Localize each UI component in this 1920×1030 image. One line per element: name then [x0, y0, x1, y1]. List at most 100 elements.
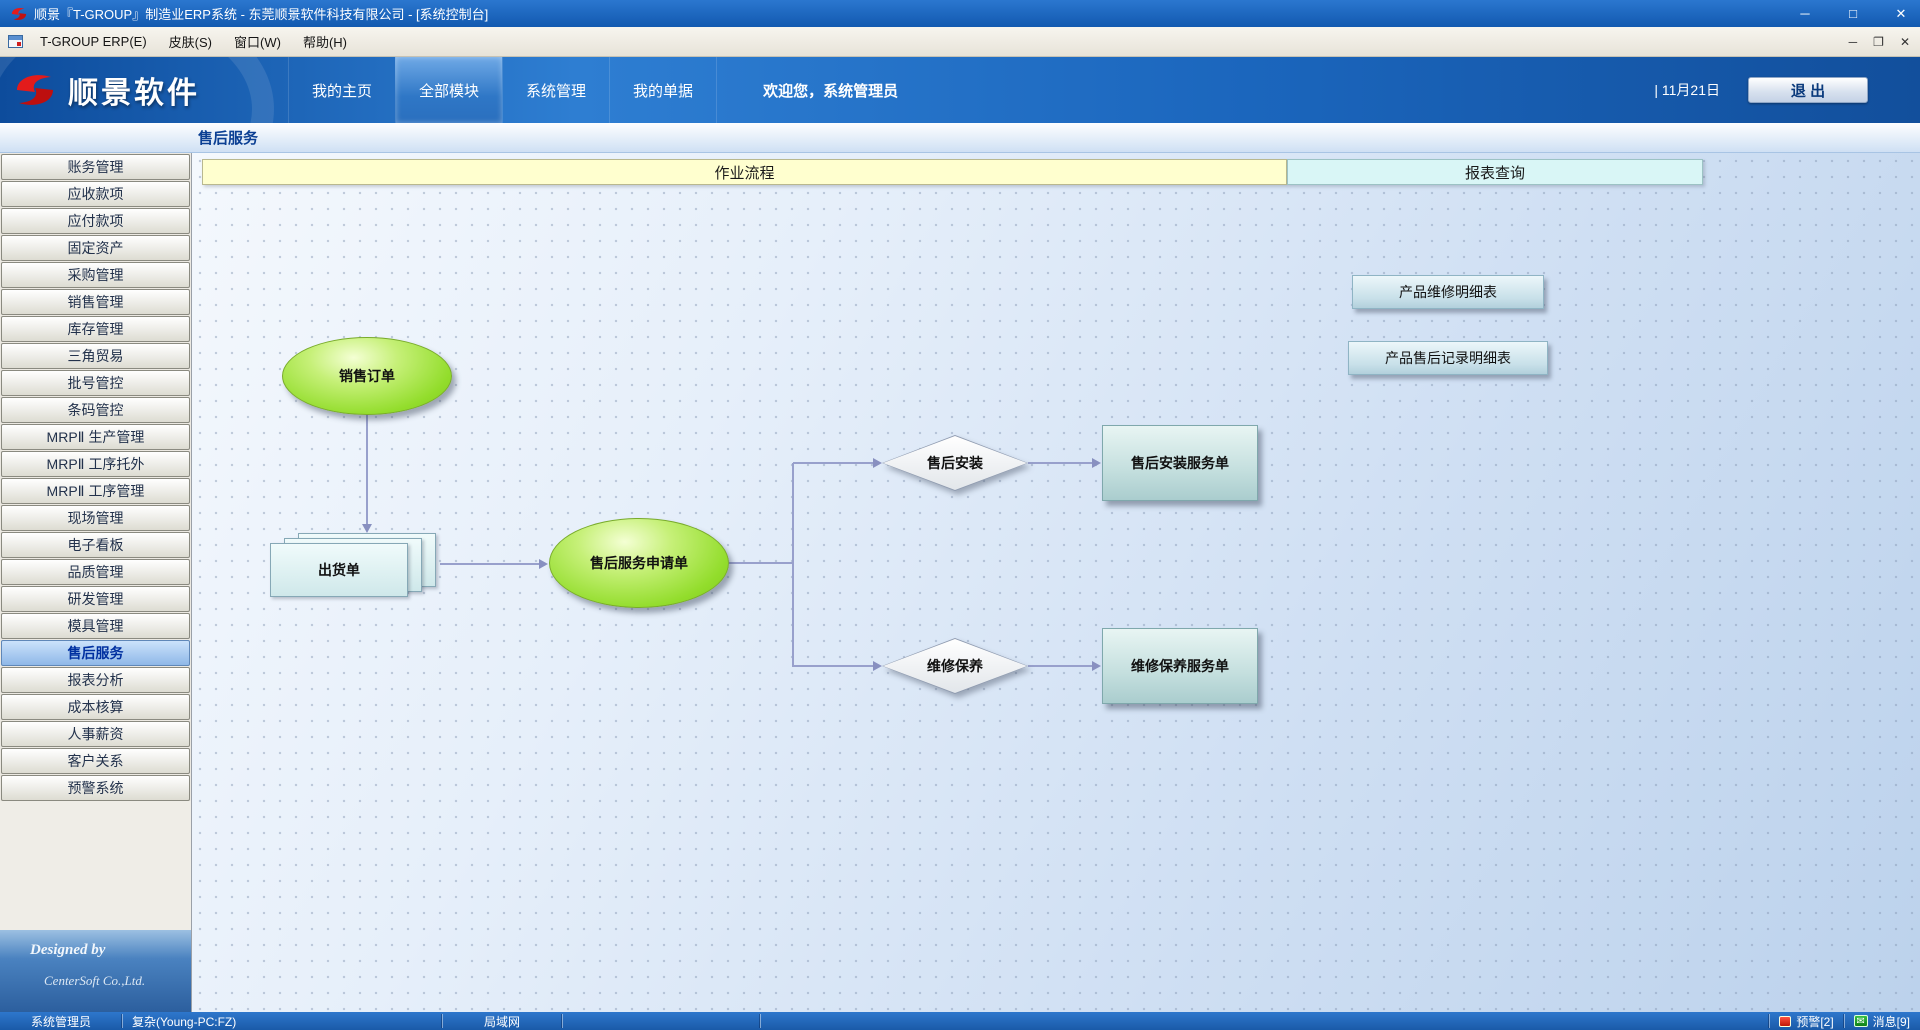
- status-messages[interactable]: ✉ 消息[9]: [1843, 1012, 1920, 1030]
- sidebar-item-payables[interactable]: 应付款项: [1, 207, 190, 234]
- section-tab-report-query[interactable]: 报表查询: [1287, 159, 1703, 185]
- arrowhead-right: [539, 559, 548, 569]
- message-icon: ✉: [1853, 1015, 1868, 1027]
- connector-sales-to-shipment: [366, 415, 368, 527]
- sidebar-item-hr-payroll[interactable]: 人事薪资: [1, 720, 190, 747]
- connector-branch-maintain: [793, 665, 875, 667]
- arrowhead-right: [873, 458, 882, 468]
- flow-decision-install[interactable]: 售后安装: [882, 435, 1028, 491]
- sidebar-item-batch-control[interactable]: 批号管控: [1, 369, 190, 396]
- date-text: | 11月21日: [1654, 82, 1720, 98]
- diamond-shape: 售后安装: [882, 435, 1028, 491]
- menubar: T-GROUP ERP(E) 皮肤(S) 窗口(W) 帮助(H) ─ ❐ ✕: [0, 27, 1920, 57]
- sidebar-item-receivables[interactable]: 应收款项: [1, 180, 190, 207]
- alert-count-text: 预警[2]: [1796, 1014, 1834, 1029]
- designed-by-text: Designed by: [30, 942, 106, 958]
- sidebar-item-report-analysis[interactable]: 报表分析: [1, 666, 190, 693]
- sidebar-item-mrp2-outsourcing[interactable]: MRPⅡ 工序托外: [1, 450, 190, 477]
- module-sidebar: 账务管理 应收款项 应付款项 固定资产 采购管理 销售管理 库存管理 三角贸易 …: [0, 153, 192, 1012]
- flow-node-label: 售后服务申请单: [590, 555, 688, 571]
- menu-item-window[interactable]: 窗口(W): [234, 35, 281, 50]
- menu-item-help[interactable]: 帮助(H): [302, 35, 347, 50]
- window-title: 顺景『T-GROUP』制造业ERP系统 - 东莞顺景软件科技有限公司 - [系统…: [34, 7, 489, 22]
- flow-node-label: 维修保养: [927, 658, 983, 674]
- sidebar-item-mold[interactable]: 模具管理: [1, 612, 190, 639]
- sidebar-item-kanban[interactable]: 电子看板: [1, 531, 190, 558]
- sidebar-item-triangle-trade[interactable]: 三角贸易: [1, 342, 190, 369]
- sidebar-item-shopfloor[interactable]: 现场管理: [1, 504, 190, 531]
- menu-item-skin[interactable]: 皮肤(S): [168, 35, 213, 50]
- sidebar-footer: Designed by CenterSoft Co.,Ltd.: [0, 930, 191, 1012]
- sidebar-item-crm[interactable]: 客户关系: [1, 747, 190, 774]
- sidebar-item-purchasing[interactable]: 采购管理: [1, 261, 190, 288]
- status-spacer: [562, 1012, 760, 1030]
- app-logo-icon: [11, 7, 27, 20]
- brand-logo-icon: [17, 75, 53, 105]
- sidebar-item-sales[interactable]: 销售管理: [1, 288, 190, 315]
- flow-node-label: 出货单: [318, 562, 360, 578]
- flow-node-shipment-docs[interactable]: 出货单: [270, 533, 442, 601]
- flow-node-label: 售后安装服务单: [1131, 455, 1229, 471]
- menu-item-tgroup-erp[interactable]: T-GROUP ERP(E): [40, 34, 147, 49]
- status-user: 系统管理员: [30, 1014, 91, 1029]
- workflow-canvas: 作业流程 报表查询 销售订单 出货单 售后服务申请单: [192, 153, 1920, 1012]
- connector-branch: [792, 463, 794, 667]
- status-alerts[interactable]: 预警[2]: [1769, 1012, 1843, 1030]
- minimize-icon[interactable]: ─: [1800, 5, 1810, 21]
- flow-node-label: 售后安装: [927, 455, 983, 471]
- connector-branch-install: [793, 462, 875, 464]
- sidebar-empty-area: [0, 801, 191, 930]
- flow-node-sales-order[interactable]: 销售订单: [282, 337, 452, 415]
- close-icon[interactable]: ✕: [1895, 5, 1907, 21]
- window-titlebar: 顺景『T-GROUP』制造业ERP系统 - 东莞顺景软件科技有限公司 - [系统…: [0, 0, 1920, 27]
- header-banner: 顺景软件 我的主页 全部模块 系统管理 我的单据 欢迎您，系统管理员 | 11月…: [0, 57, 1920, 123]
- sidebar-item-rnd[interactable]: 研发管理: [1, 585, 190, 612]
- welcome-text: 欢迎您，系统管理员: [763, 82, 899, 100]
- sidebar-item-mrp2-process[interactable]: MRPⅡ 工序管理: [1, 477, 190, 504]
- sidebar-item-alert-system[interactable]: 预警系统: [1, 774, 190, 801]
- sidebar-item-barcode-control[interactable]: 条码管控: [1, 396, 190, 423]
- connector-install-to-order: [1028, 462, 1094, 464]
- status-bar: 系统管理员 复杂(Young-PC:FZ) 局域网 预警[2] ✉ 消息[9]: [0, 1012, 1920, 1030]
- status-network: 局域网: [442, 1012, 562, 1030]
- flow-node-label: 维修保养服务单: [1131, 658, 1229, 674]
- nav-tab-all-modules[interactable]: 全部模块: [395, 57, 503, 123]
- nav-tab-home[interactable]: 我的主页: [288, 57, 395, 123]
- exit-button[interactable]: 退 出: [1748, 77, 1868, 103]
- page-title: 售后服务: [198, 130, 259, 147]
- flow-node-service-request[interactable]: 售后服务申请单: [549, 518, 729, 608]
- arrowhead-right: [1092, 458, 1101, 468]
- flow-node-install-service-order[interactable]: 售后安装服务单: [1102, 425, 1258, 501]
- sidebar-item-after-sales[interactable]: 售后服务: [1, 639, 190, 666]
- main-nav: 我的主页 全部模块 系统管理 我的单据: [288, 57, 718, 123]
- arrowhead-right: [873, 661, 882, 671]
- flow-decision-maintain[interactable]: 维修保养: [882, 638, 1028, 694]
- company-text: CenterSoft Co.,Ltd.: [44, 973, 146, 988]
- mdi-close-icon[interactable]: ✕: [1899, 34, 1910, 49]
- status-host: 复杂(Young-PC:FZ): [122, 1012, 442, 1030]
- sidebar-item-costing[interactable]: 成本核算: [1, 693, 190, 720]
- sidebar-item-mrp2-production[interactable]: MRPⅡ 生产管理: [1, 423, 190, 450]
- sidebar-item-inventory[interactable]: 库存管理: [1, 315, 190, 342]
- brand-area: 顺景软件: [0, 57, 288, 123]
- alert-icon: [1779, 1015, 1792, 1027]
- flow-node-maintain-service-order[interactable]: 维修保养服务单: [1102, 628, 1258, 704]
- nav-tab-system[interactable]: 系统管理: [502, 57, 609, 123]
- report-button-after-sales-record-detail[interactable]: 产品售后记录明细表: [1348, 341, 1548, 375]
- report-button-product-repair-detail[interactable]: 产品维修明细表: [1352, 275, 1544, 309]
- connector-maintain-to-order: [1028, 665, 1094, 667]
- document-page: 出货单: [270, 543, 408, 597]
- message-count-text: 消息[9]: [1872, 1014, 1910, 1029]
- brand-name: 顺景软件: [68, 77, 200, 110]
- mdi-restore-icon[interactable]: ❐: [1873, 34, 1884, 49]
- nav-tab-documents[interactable]: 我的单据: [609, 57, 718, 123]
- maximize-icon[interactable]: □: [1849, 5, 1857, 21]
- sidebar-item-fixed-assets[interactable]: 固定资产: [1, 234, 190, 261]
- flow-node-label: 销售订单: [339, 368, 395, 384]
- sidebar-item-quality[interactable]: 品质管理: [1, 558, 190, 585]
- status-spacer: [760, 1012, 1769, 1030]
- section-tab-workflow[interactable]: 作业流程: [202, 159, 1287, 185]
- mdi-minimize-icon[interactable]: ─: [1848, 34, 1858, 49]
- sidebar-item-accounting[interactable]: 账务管理: [1, 153, 190, 180]
- diamond-shape: 维修保养: [882, 638, 1028, 694]
